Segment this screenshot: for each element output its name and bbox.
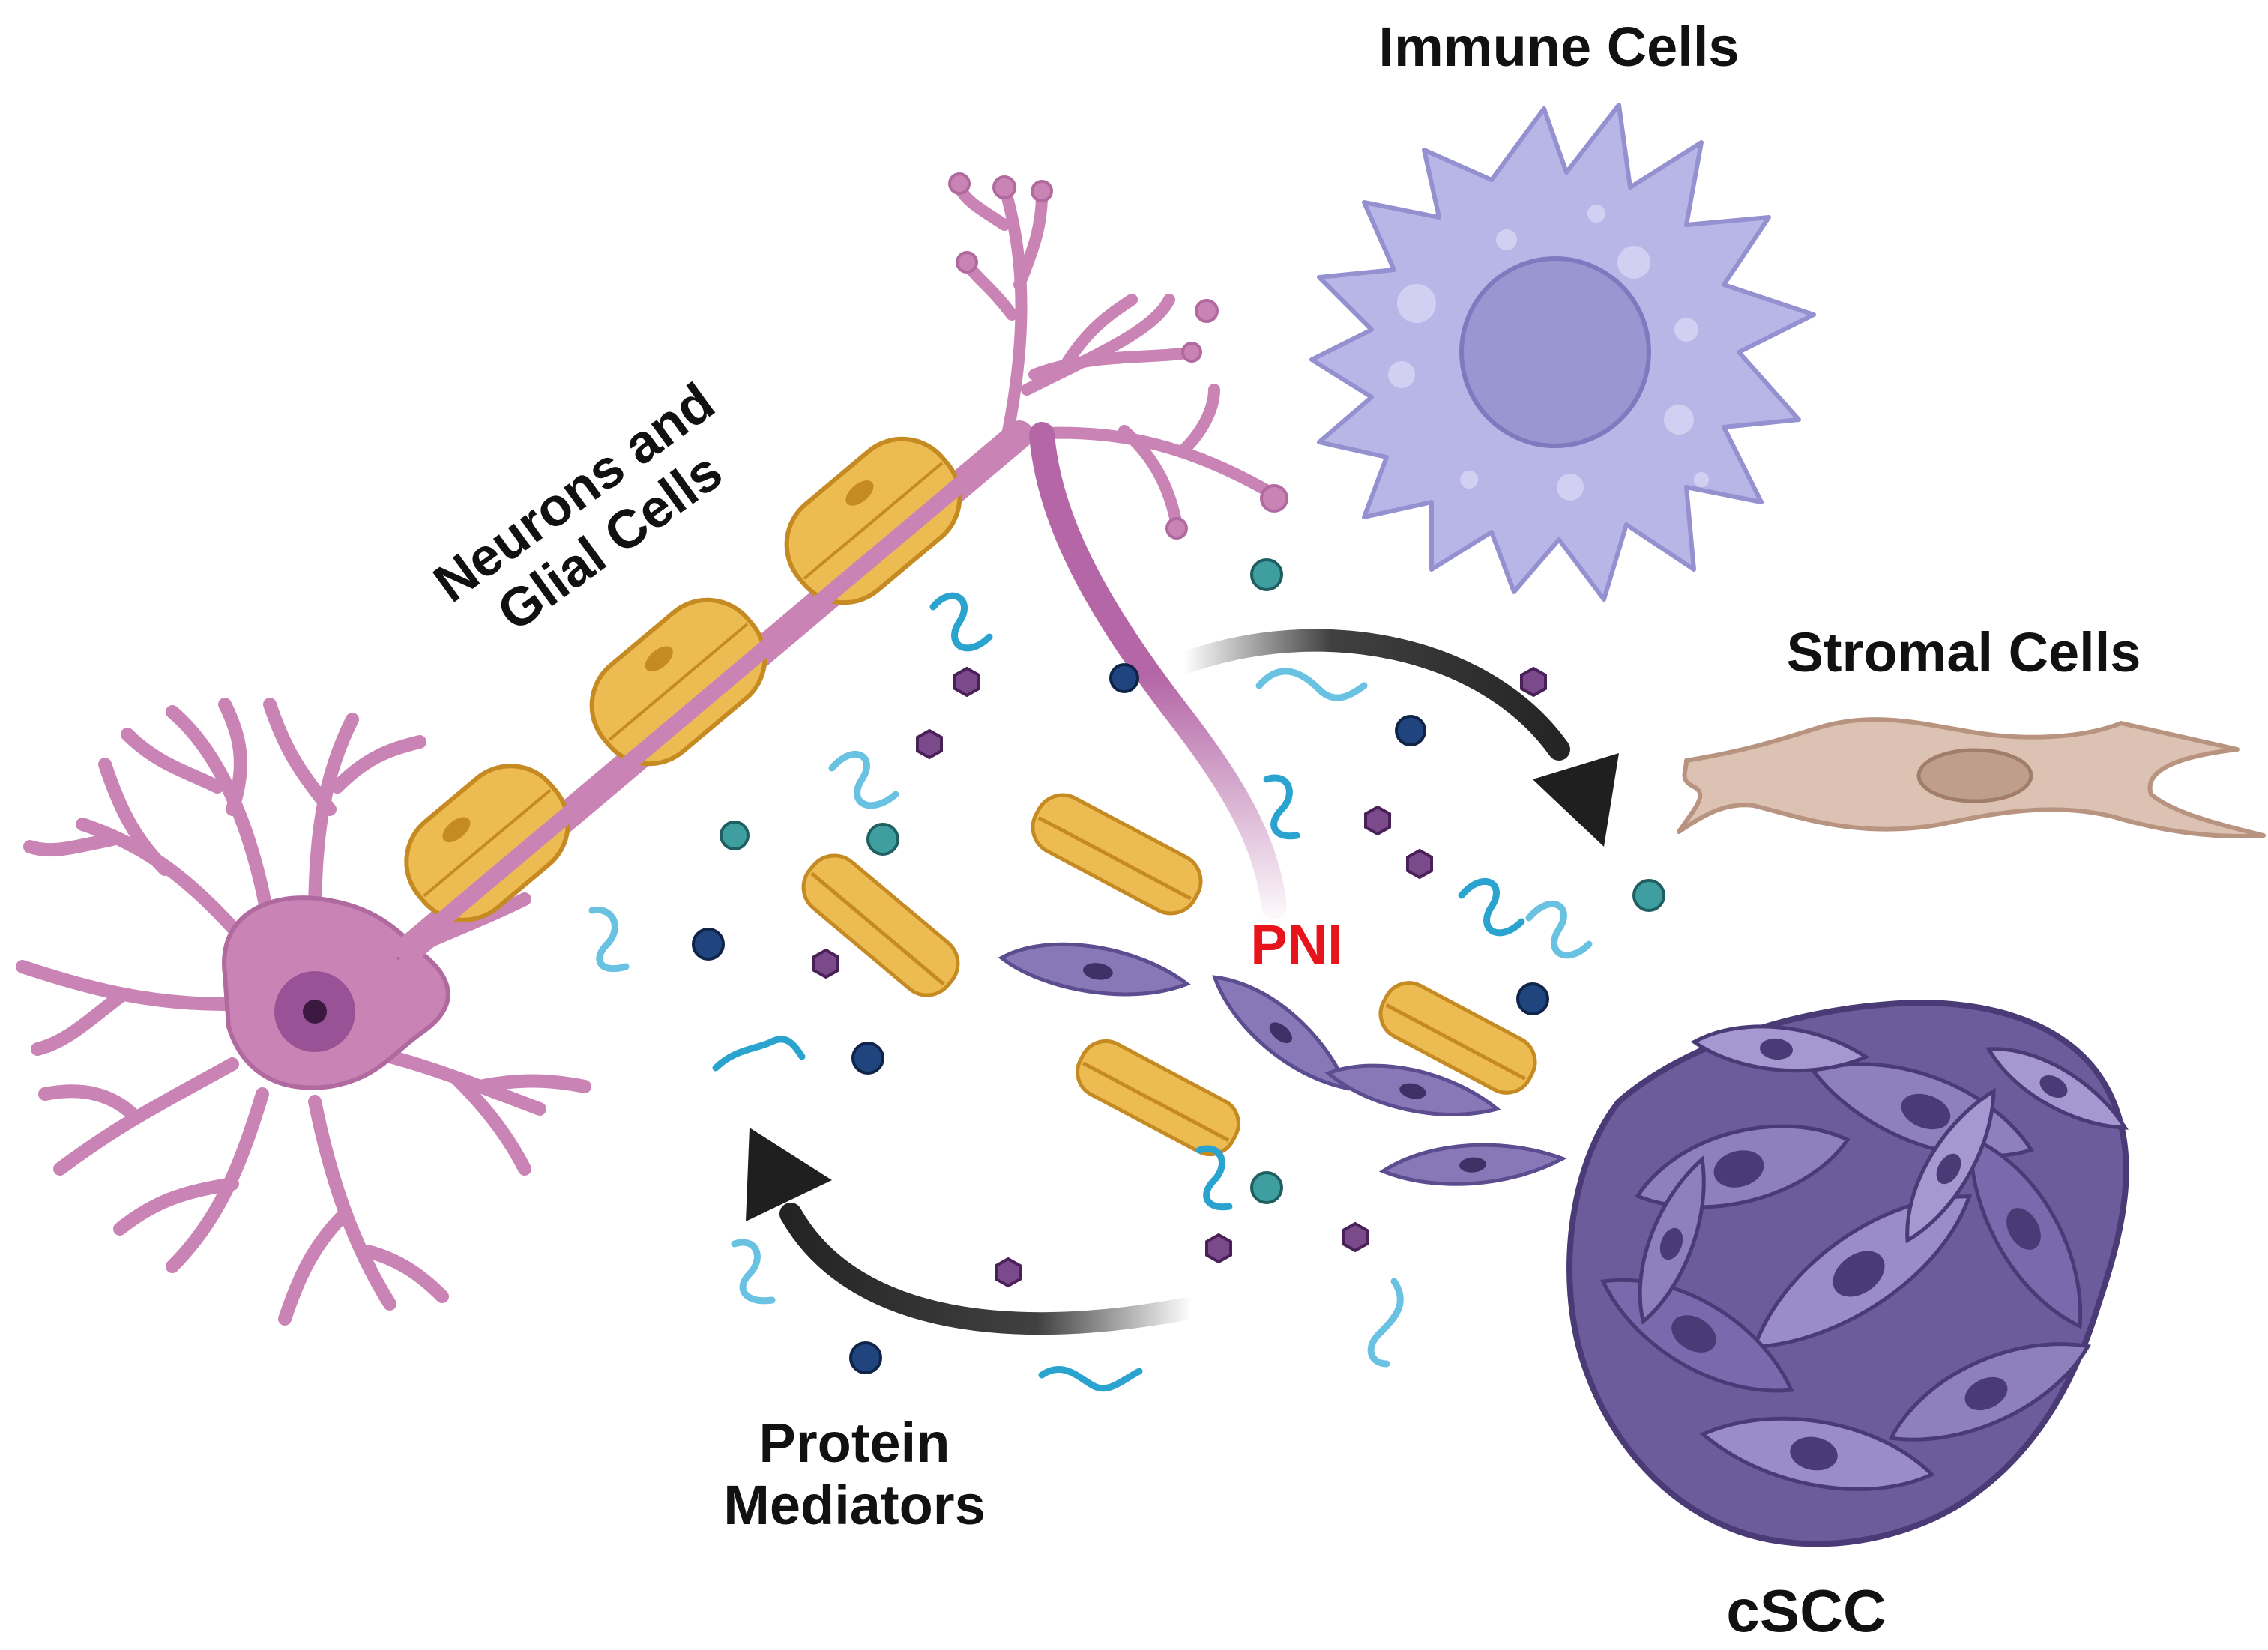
mediator-navy-dots <box>692 663 1549 1374</box>
cscc-tumor-cells <box>1600 1024 2129 1491</box>
pni-nerve-fiber <box>1029 422 1287 919</box>
myelin-sheaths <box>404 436 962 922</box>
schwann-cells <box>801 793 1537 1157</box>
neuron-terminal-branches <box>953 181 1280 531</box>
neuron <box>16 172 1288 1326</box>
label-pni: PNI <box>1250 913 1343 976</box>
immune-cell-nucleus <box>1459 256 1651 448</box>
mediator-purple-hexagons <box>812 666 1547 1288</box>
label-protein-line1: Protein <box>758 1412 950 1474</box>
mediator-squiggles <box>588 592 1593 1392</box>
label-protein-line2: Mediators <box>723 1473 986 1536</box>
stromal-cell <box>1677 717 2266 838</box>
migrating-tumor-cells <box>998 942 1567 1186</box>
arrow-neuron-to-stromal <box>1173 629 1619 847</box>
label-immune-cells: Immune Cells <box>1378 16 1740 78</box>
arrow-tumor-to-neuron <box>746 1128 1203 1335</box>
neuron-nucleolus <box>303 1000 327 1024</box>
label-cscc: cSCC <box>1726 1577 1887 1644</box>
protein-mediators <box>588 558 1665 1392</box>
cscc-tumor <box>1566 1000 2129 1547</box>
mediator-teal-dots <box>720 558 1665 1204</box>
stromal-cell-nucleus <box>1916 748 2033 803</box>
neuron-dendrites <box>16 698 591 1326</box>
label-protein-mediators: Protein Mediators <box>645 1412 1064 1537</box>
label-stromal-cells: Stromal Cells <box>1786 621 2141 683</box>
neuron-terminal-boutons <box>948 172 1288 540</box>
immune-cell-vesicles <box>1388 205 1709 501</box>
immune-cell <box>1309 103 1816 602</box>
